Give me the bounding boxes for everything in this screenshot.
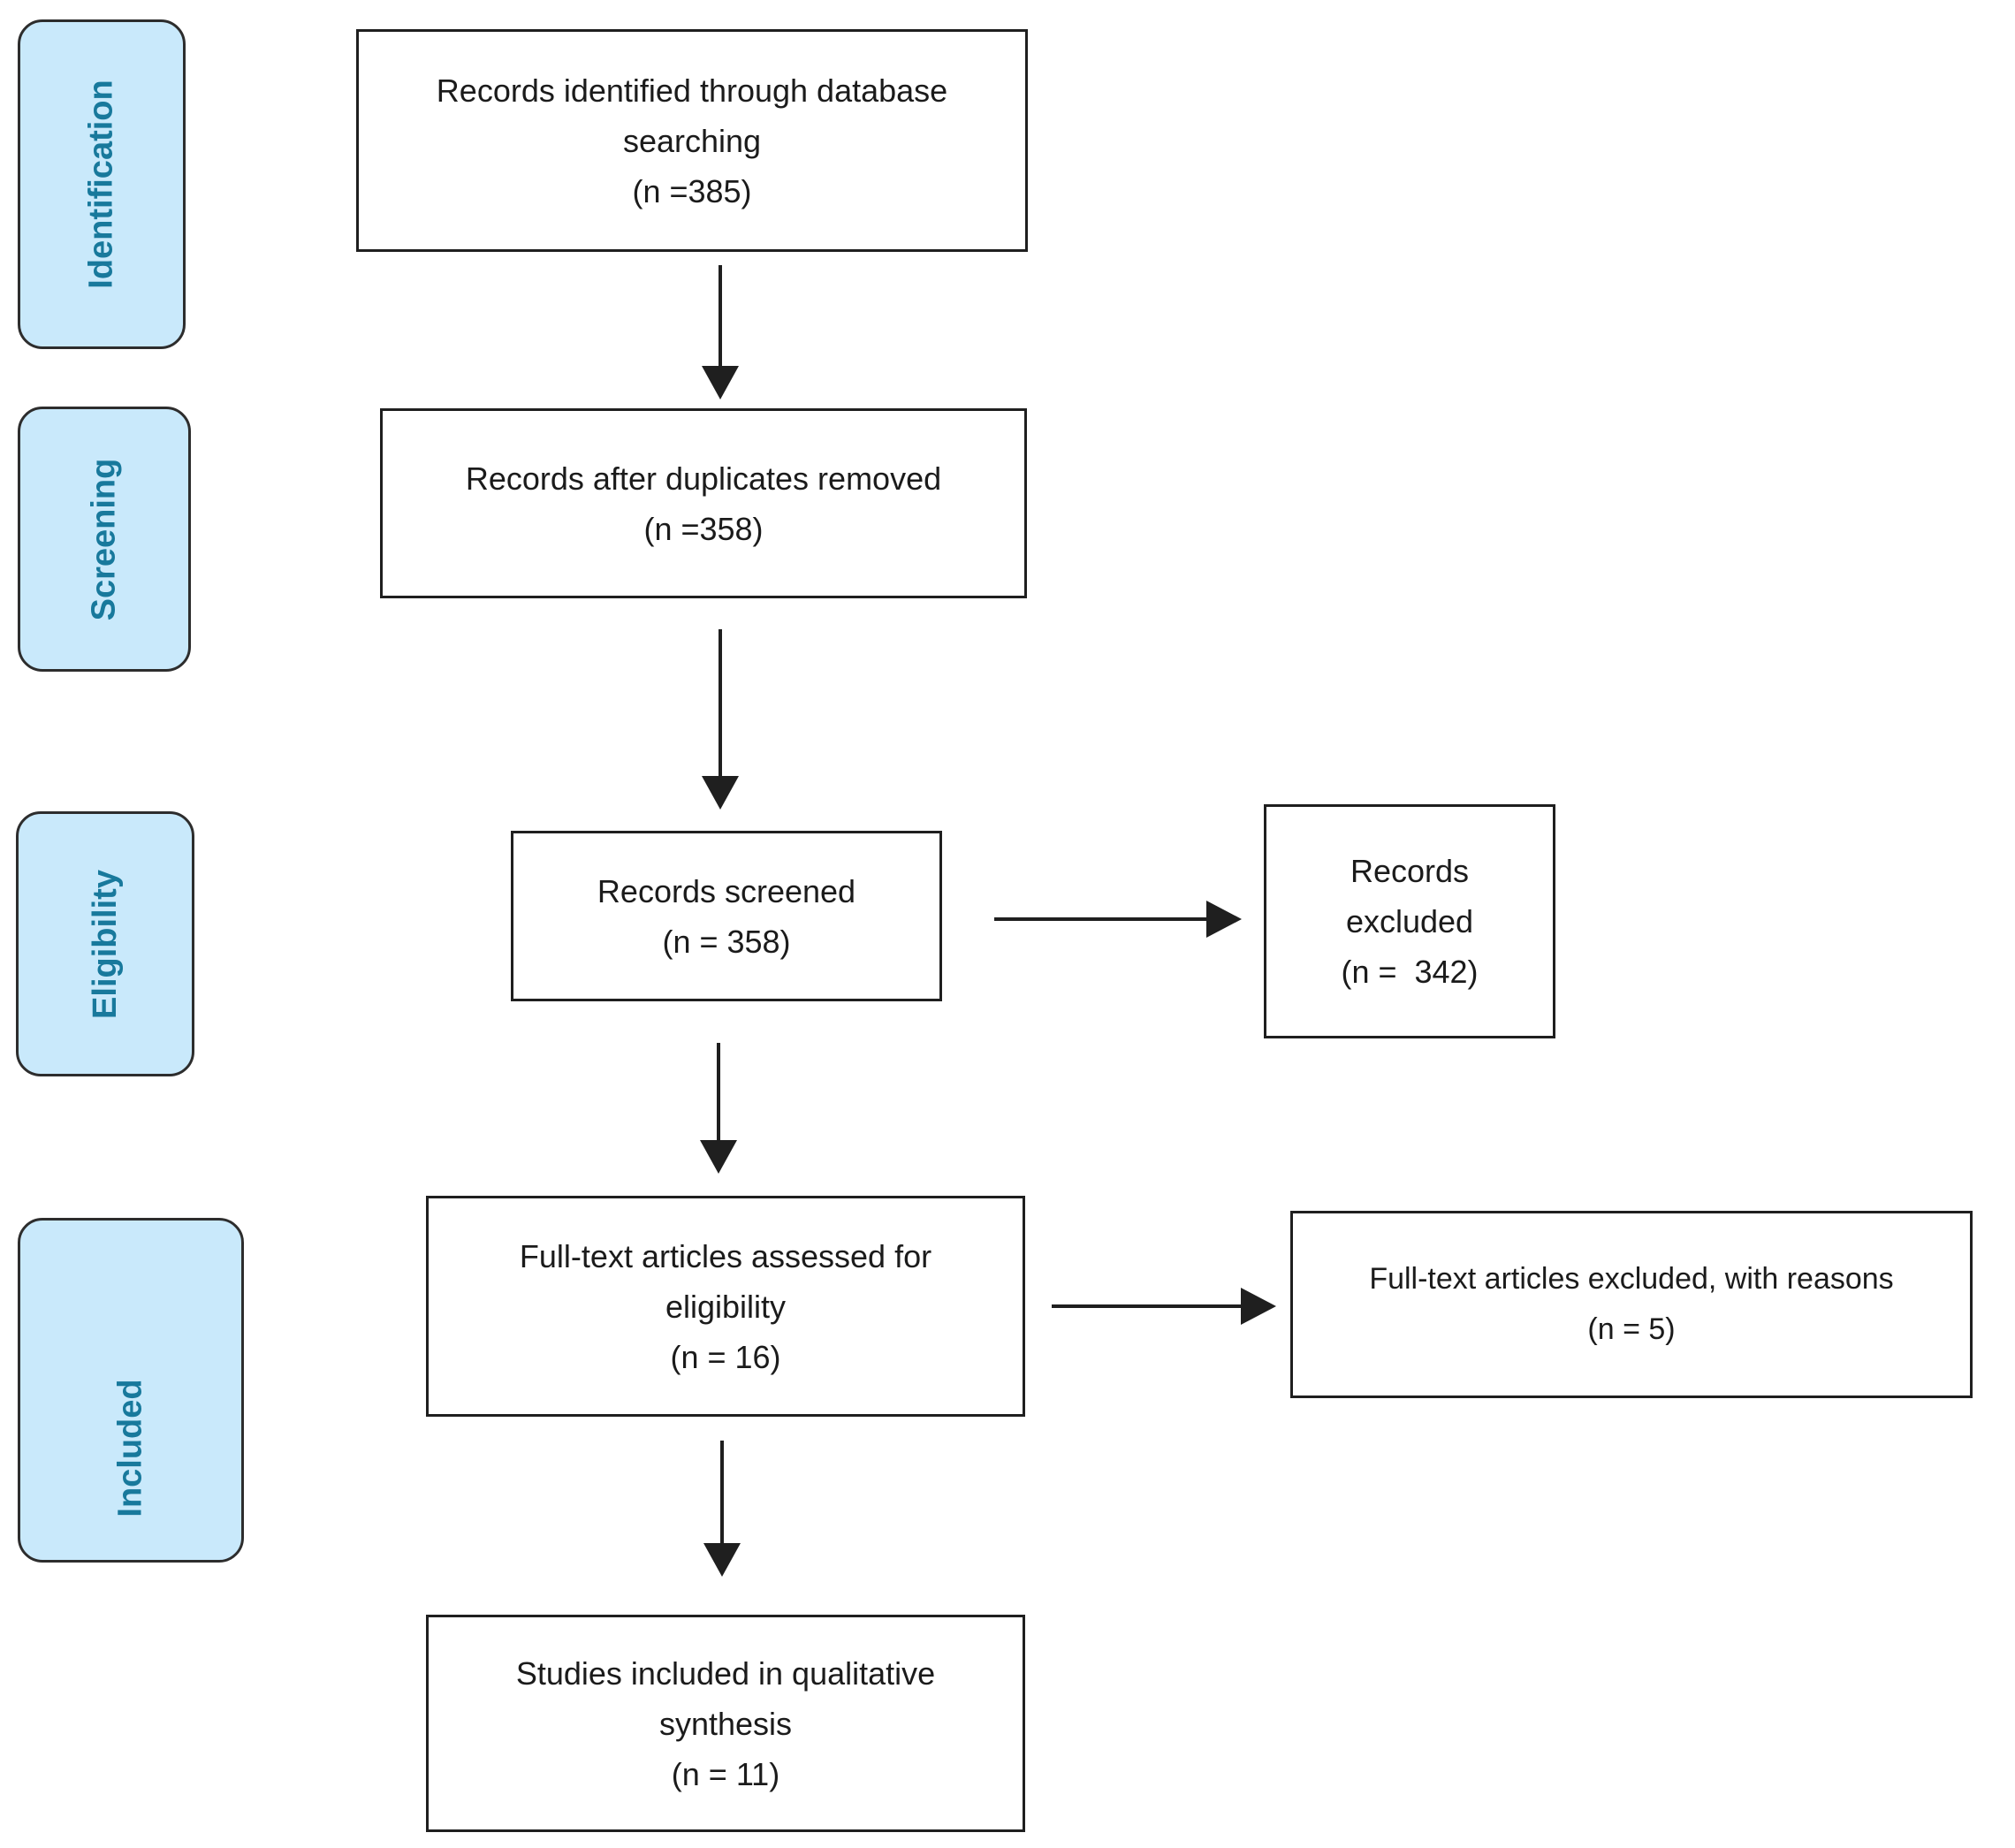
box-records-excluded: Records excluded (n = 342) [1264, 804, 1555, 1038]
stage-label-identification: Identification [18, 19, 186, 349]
box-fulltext-excluded: Full-text articles excluded, with reason… [1290, 1211, 1973, 1398]
box-text-line: Full-text articles excluded, with reason… [1369, 1262, 1894, 1296]
box-text-line: (n = 11) [671, 1755, 780, 1792]
arrow-identified-to-duplicates-head-icon [702, 366, 739, 399]
stage-label-text: Included [111, 1378, 149, 1517]
box-text-line: Full-text articles assessed for [519, 1237, 932, 1274]
box-records-after-duplicates: Records after duplicates removed (n =358) [380, 408, 1027, 598]
box-text-line: synthesis [658, 1705, 793, 1742]
arrow-fulltext-to-ftexcluded-line [1052, 1304, 1243, 1308]
box-studies-included: Studies included in qualitative synthesis… [426, 1615, 1025, 1832]
box-text-line: searching [622, 122, 762, 159]
box-text-line: eligibility [665, 1288, 787, 1325]
stage-label-included: Included [18, 1218, 244, 1563]
stage-label-screening: Screening [18, 407, 191, 672]
arrow-identified-to-duplicates-line [719, 265, 722, 368]
box-text-line: Records identified through database [436, 72, 948, 109]
stage-label-text: Screening [85, 458, 123, 620]
box-text-line: excluded [1345, 903, 1474, 939]
box-text-line: Studies included in qualitative [515, 1654, 936, 1692]
stage-label-text: Identification [82, 80, 120, 289]
arrow-fulltext-to-included-line [720, 1441, 724, 1545]
box-text-line: (n =385) [632, 172, 752, 209]
box-records-screened: Records screened (n = 358) [511, 831, 942, 1001]
arrow-duplicates-to-screened-head-icon [702, 776, 739, 810]
box-text-line: (n =358) [643, 510, 764, 547]
stage-label-text: Eligibility [86, 869, 124, 1019]
arrow-screened-to-fulltext-line [717, 1043, 720, 1142]
box-text-line: (n = 358) [662, 923, 791, 960]
arrow-screened-to-excluded-line [994, 917, 1208, 921]
box-text-line: (n = 342) [1341, 954, 1479, 990]
box-text-line: Records [1350, 853, 1470, 889]
arrow-fulltext-to-ftexcluded-head-icon [1241, 1288, 1276, 1325]
box-text-line: (n = 5) [1587, 1312, 1676, 1346]
box-text-line: Records after duplicates removed [465, 460, 942, 497]
arrow-screened-to-excluded-head-icon [1206, 901, 1242, 938]
box-fulltext-assessed: Full-text articles assessed for eligibili… [426, 1196, 1025, 1417]
box-records-identified: Records identified through database searc… [356, 29, 1028, 252]
box-text-line: (n = 16) [670, 1338, 781, 1375]
arrow-duplicates-to-screened-line [719, 629, 722, 778]
arrow-fulltext-to-included-head-icon [703, 1543, 741, 1577]
box-text-line: Records screened [597, 872, 856, 909]
arrow-screened-to-fulltext-head-icon [700, 1140, 737, 1174]
stage-label-eligibility: Eligibility [16, 811, 194, 1076]
